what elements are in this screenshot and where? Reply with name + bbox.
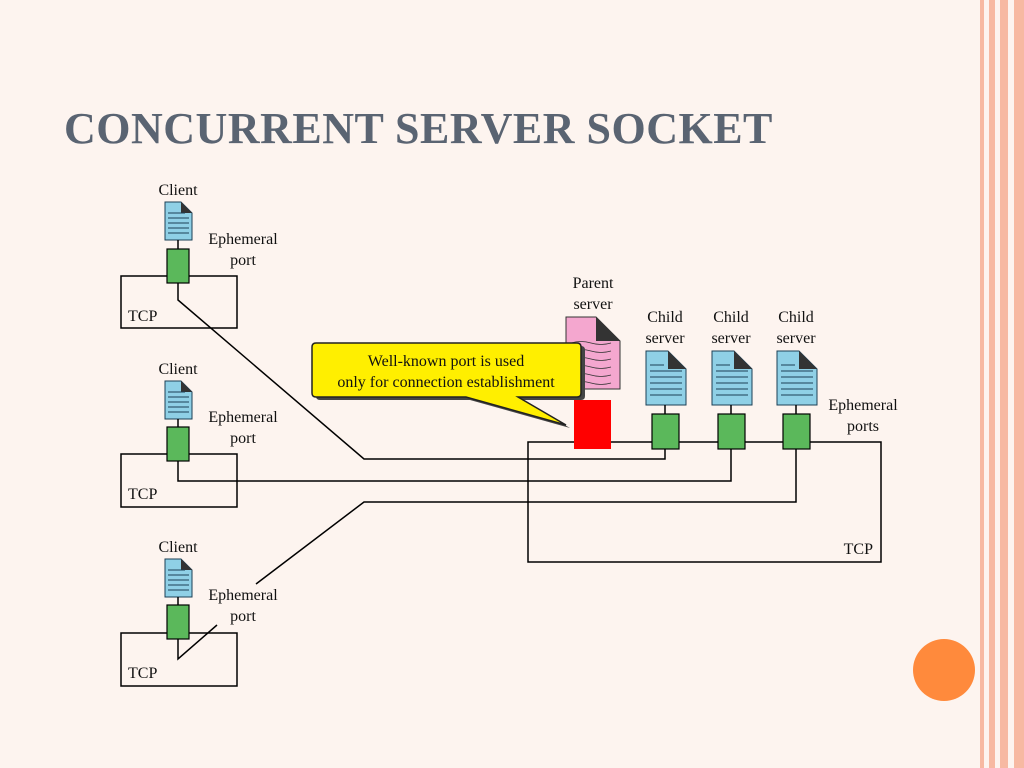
client-3-port-label: Ephemeral xyxy=(208,587,278,604)
child-server-2-document-icon xyxy=(711,350,753,406)
parent-server-label: Parent xyxy=(573,275,614,292)
connection-line-1 xyxy=(177,283,666,460)
client-1-tcp-label: TCP xyxy=(128,308,157,325)
client-2-port-label: port xyxy=(230,430,256,447)
child-server-1: Child server xyxy=(645,309,687,450)
slide-title: CONCURRENT SERVER SOCKET xyxy=(64,104,773,153)
server-ports-label: Ephemeral xyxy=(828,397,898,414)
child-server-3-label: server xyxy=(776,330,816,347)
client-3-port-label: port xyxy=(230,608,256,625)
client-1-port-label: Ephemeral xyxy=(208,231,278,248)
child-server-2-label: Child xyxy=(713,309,749,326)
client-3-document-icon xyxy=(164,558,193,598)
child-server-1-document-icon xyxy=(645,350,687,406)
client-1-document-icon xyxy=(164,201,193,241)
parent-server: Parent server xyxy=(565,275,621,449)
child-server-1-ephemeral-port xyxy=(651,413,680,450)
client-1-ephemeral-port xyxy=(166,248,190,284)
connection-line-2 xyxy=(177,449,732,482)
accent-circle xyxy=(913,639,975,701)
client-2-document-icon xyxy=(164,380,193,420)
connection-line-3 xyxy=(255,449,797,585)
client-3: TCP Client Ephemeral port xyxy=(120,539,278,687)
child-server-1-label: Child xyxy=(647,309,683,326)
child-server-3-ephemeral-port xyxy=(782,413,811,450)
child-server-2: Child server xyxy=(711,309,753,450)
parent-server-label: server xyxy=(573,296,613,313)
client-3-ephemeral-port xyxy=(166,604,190,640)
client-1-port-label: port xyxy=(230,252,256,269)
client-2-port-label: Ephemeral xyxy=(208,409,278,426)
decorative-stripe xyxy=(1014,0,1024,768)
well-known-port xyxy=(574,400,611,449)
child-server-3-document-icon xyxy=(776,350,818,406)
server-ports-label: ports xyxy=(847,418,879,435)
client-2-label: Client xyxy=(158,361,198,378)
server-tcp-label: TCP xyxy=(844,541,873,558)
child-server-2-ephemeral-port xyxy=(717,413,746,450)
child-server-2-label: server xyxy=(711,330,751,347)
child-server-3-label: Child xyxy=(778,309,814,326)
client-1: TCP Client Ephemeral port xyxy=(120,182,278,329)
decorative-stripe xyxy=(989,0,995,768)
connection-line-3-stub xyxy=(177,624,218,661)
decorative-stripe xyxy=(1000,0,1008,768)
client-2: TCP Client Ephemeral port xyxy=(120,361,278,508)
client-1-label: Client xyxy=(158,182,198,199)
child-server-1-label: server xyxy=(645,330,685,347)
child-server-3: Child server xyxy=(776,309,818,450)
client-3-label: Client xyxy=(158,539,198,556)
well-known-port-callout: Well-known port is used only for connect… xyxy=(311,342,585,428)
client-2-ephemeral-port xyxy=(166,426,190,462)
callout-text: only for connection establishment xyxy=(337,374,555,391)
client-2-tcp-label: TCP xyxy=(128,486,157,503)
client-3-tcp-label: TCP xyxy=(128,665,157,682)
decorative-stripe xyxy=(980,0,984,768)
callout-text: Well-known port is used xyxy=(368,353,524,370)
